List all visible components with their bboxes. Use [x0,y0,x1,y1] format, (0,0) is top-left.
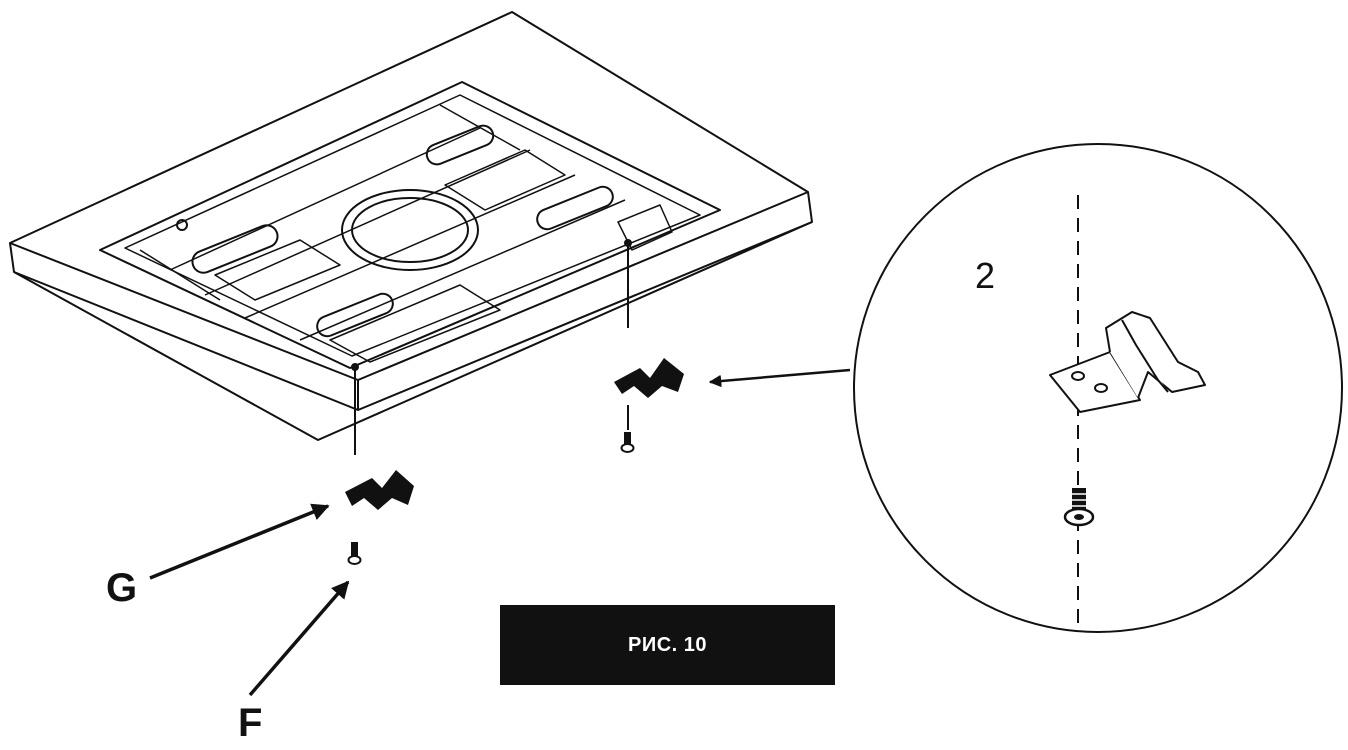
clip-detail [1049,311,1206,413]
screw-f [347,542,362,565]
label-f: F [238,701,263,745]
bracket-g [345,470,414,510]
figure-caption: РИС. 10 [627,633,708,656]
screw-right [620,432,635,453]
bracket-right [614,358,684,398]
detail-circle [853,143,1343,633]
label-g: G [106,566,138,610]
alignment-lines [354,246,629,455]
screw-detail [1063,488,1095,527]
ceiling-panel [9,11,813,441]
figure-caption-badge: РИС. 10 [500,605,835,685]
detail-number-label: 2 [975,255,996,296]
